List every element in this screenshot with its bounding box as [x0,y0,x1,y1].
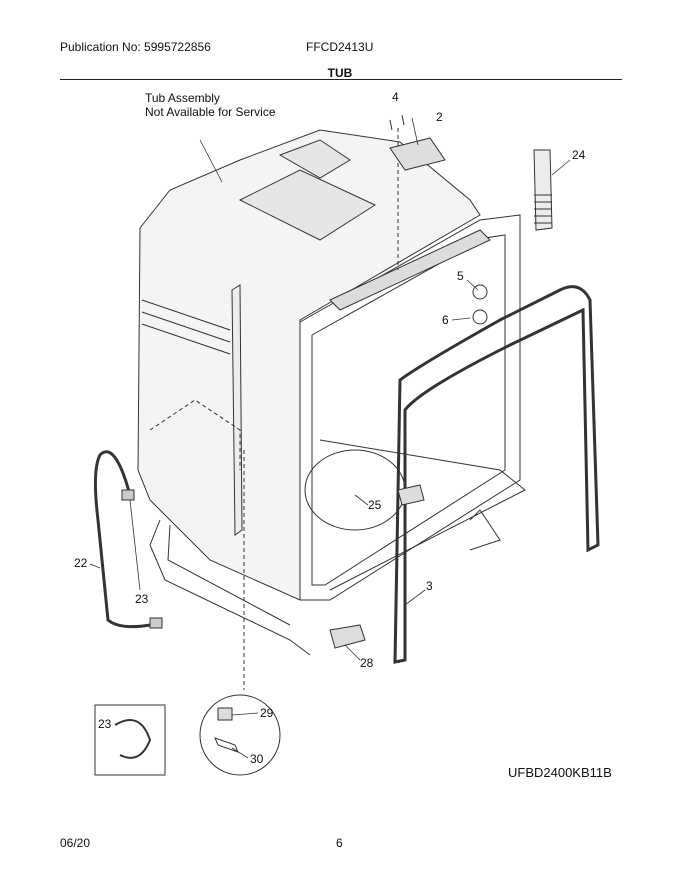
tub-corner-post [231,284,243,536]
leader-28 [344,644,361,661]
callout-2: 2 [436,110,443,124]
hinge-bracket [389,137,446,171]
callout-6: 6 [442,313,449,327]
drain-hose [93,450,151,629]
leader-24 [551,159,571,176]
tub-side-rib [141,323,231,355]
inset-clamp [114,719,152,759]
float-switch [329,624,366,649]
leader-23 [129,499,141,591]
leader-5 [466,279,479,291]
base-frame [149,519,311,656]
callout-3: 3 [426,579,433,593]
top-rail [329,229,491,311]
hose-clamp [121,489,135,501]
callout-22: 22 [74,556,88,570]
callout-5: 5 [457,269,464,283]
model-number: FFCD2413U [306,40,374,54]
inset-box-clamp [94,704,166,776]
screw [389,119,393,131]
tub-floor [319,439,526,591]
leader-22 [89,563,101,569]
tub-body [137,129,481,601]
callout-24: 24 [572,148,586,162]
grommet [472,284,488,300]
section-title: TUB [327,66,353,80]
base-frame-right [469,509,501,551]
tub-top-vent [278,139,351,179]
tub-side-rib [141,311,231,343]
footer-date: 06/20 [60,836,91,850]
callout-23: 23 [135,592,149,606]
callout-4: 4 [392,90,399,104]
header-rule [60,79,622,80]
tub-side-rib [141,299,231,331]
door-gasket [393,285,600,664]
callout-25: 25 [368,498,382,512]
tub-front-frame [299,214,521,601]
leader-29 [231,712,259,716]
leader-3 [404,589,426,606]
sensor [397,484,425,506]
float-cap [217,707,233,721]
callout-29: 29 [260,706,274,720]
callout-30: 30 [250,752,264,766]
fill-tube-coil [534,194,552,224]
dashed-guide [149,399,241,470]
diagram-code: UFBD2400KB11B [508,765,612,780]
note-line-1: Tub Assembly [145,91,220,105]
leader-25 [354,494,369,506]
tub-top-panel [238,169,377,241]
sump-ring [304,449,406,531]
inset-circle [199,694,281,776]
grommet [472,309,488,325]
leader-note [199,139,223,183]
callout-28: 28 [360,656,374,670]
callout-23-inset: 23 [98,717,112,731]
base-frame-inner [167,524,291,626]
publication-number: Publication No: 5995722856 [60,40,211,54]
leader-2 [411,117,419,146]
note-line-2: Not Available for Service [145,105,276,119]
page-number: 6 [336,836,343,850]
leader-6 [451,317,471,321]
leader-30 [231,747,249,759]
fill-tube [533,149,553,231]
screw [401,114,405,126]
hose-clamp [149,617,163,629]
